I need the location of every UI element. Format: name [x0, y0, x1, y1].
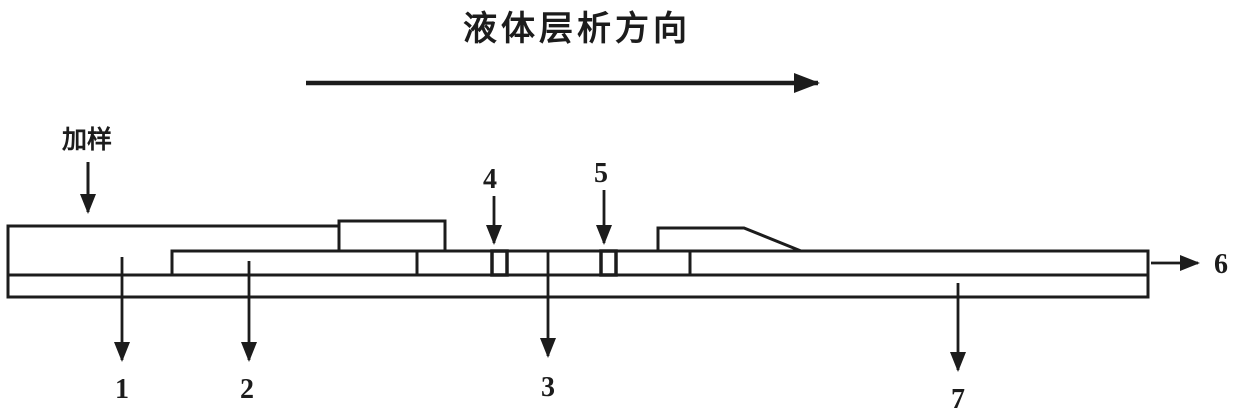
control-line-rect: [599, 249, 618, 277]
conjugate-pad-shape: [170, 249, 447, 277]
absorbent-pad-shape: [656, 226, 802, 253]
sample-pad-overlap-shape: [337, 219, 447, 253]
base-backing-layer: [6, 273, 1150, 299]
membrane-shape: [415, 249, 692, 277]
part-label-4: 4: [483, 164, 497, 195]
diagram-title: 液体层析方向: [463, 10, 691, 48]
part-label-2: 2: [240, 374, 254, 405]
sample-label: 加样: [61, 125, 112, 154]
part-label-6: 6: [1214, 249, 1228, 280]
part-label-5: 5: [594, 158, 608, 189]
strip-assembly: [6, 219, 1150, 299]
callout-arrows: [114, 190, 1200, 372]
part-label-7: 7: [951, 384, 965, 415]
test-line-rect: [490, 249, 509, 277]
part-label-3: 3: [541, 372, 555, 403]
part-label-1: 1: [115, 374, 129, 405]
right-strip-layer-shape: [688, 249, 1150, 277]
